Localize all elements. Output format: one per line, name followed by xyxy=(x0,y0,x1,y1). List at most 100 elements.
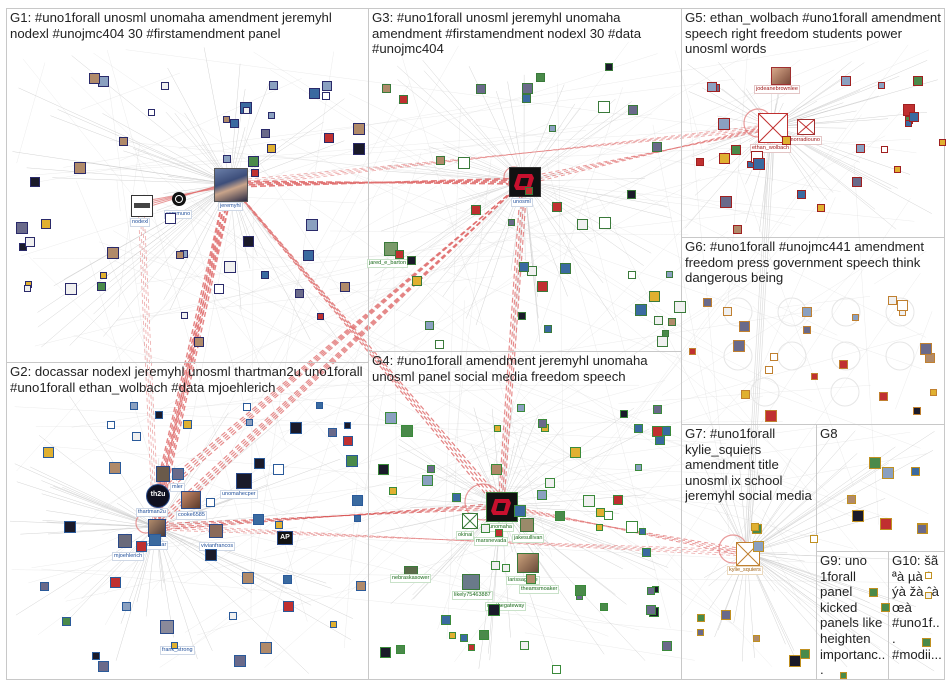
graph-node[interactable] xyxy=(242,572,255,585)
graph-node[interactable] xyxy=(18,243,27,252)
graph-node[interactable] xyxy=(598,101,611,114)
node-jakesullivan[interactable] xyxy=(520,518,534,532)
graph-node[interactable] xyxy=(329,621,337,629)
graph-node[interactable] xyxy=(448,632,456,640)
node-mjoehlerich[interactable] xyxy=(118,534,132,548)
graph-node[interactable] xyxy=(107,246,120,259)
graph-node[interactable] xyxy=(254,457,266,469)
node-thartman2u[interactable]: th2u xyxy=(146,484,170,508)
graph-node[interactable] xyxy=(880,518,893,531)
node-cooke6585[interactable] xyxy=(181,491,201,509)
graph-node[interactable] xyxy=(924,571,932,579)
graph-node[interactable] xyxy=(635,464,643,472)
graph-node[interactable] xyxy=(639,528,647,536)
graph-node[interactable] xyxy=(522,83,534,95)
graph-node[interactable] xyxy=(620,410,629,419)
graph-node[interactable] xyxy=(494,424,502,432)
graph-node[interactable] xyxy=(327,427,337,437)
graph-node[interactable] xyxy=(435,156,445,166)
graph-node[interactable] xyxy=(245,418,253,426)
graph-node[interactable] xyxy=(353,123,366,136)
graph-node[interactable] xyxy=(880,603,890,613)
graph-node[interactable] xyxy=(938,139,946,147)
graph-node[interactable] xyxy=(275,521,284,530)
graph-node[interactable] xyxy=(109,461,122,474)
graph-node[interactable] xyxy=(343,435,354,446)
graph-node[interactable] xyxy=(596,523,604,531)
graph-node[interactable] xyxy=(121,602,131,612)
graph-node[interactable] xyxy=(16,222,28,235)
graph-node[interactable] xyxy=(171,641,179,649)
graph-node[interactable] xyxy=(161,81,170,90)
graph-node[interactable] xyxy=(494,529,503,538)
graph-node[interactable] xyxy=(490,464,502,476)
graph-node[interactable] xyxy=(516,404,525,413)
graph-node[interactable] xyxy=(922,637,932,647)
graph-node[interactable] xyxy=(633,423,643,433)
graph-node[interactable] xyxy=(406,256,416,266)
graph-node[interactable] xyxy=(253,513,265,525)
graph-node[interactable] xyxy=(41,219,52,230)
graph-node[interactable] xyxy=(98,76,110,88)
graph-node[interactable] xyxy=(29,176,40,187)
graph-node[interactable] xyxy=(695,158,704,167)
node-frank-strong[interactable] xyxy=(160,620,174,634)
graph-node[interactable] xyxy=(324,132,335,143)
graph-node[interactable] xyxy=(129,401,138,410)
graph-node[interactable] xyxy=(604,62,613,71)
graph-node[interactable] xyxy=(576,219,588,231)
graph-node[interactable] xyxy=(400,425,413,438)
graph-node[interactable] xyxy=(781,136,791,146)
graph-node[interactable] xyxy=(321,92,330,101)
graph-node[interactable] xyxy=(752,634,760,642)
graph-node[interactable] xyxy=(181,312,189,320)
graph-node[interactable] xyxy=(733,339,746,352)
graph-node[interactable] xyxy=(753,158,766,171)
graph-node[interactable] xyxy=(526,573,537,584)
graph-node[interactable] xyxy=(661,640,672,651)
graph-node[interactable] xyxy=(384,411,397,424)
graph-node[interactable] xyxy=(887,296,897,306)
graph-node[interactable] xyxy=(673,300,686,313)
graph-node[interactable] xyxy=(261,129,271,139)
graph-node[interactable] xyxy=(653,404,663,414)
graph-node[interactable] xyxy=(107,421,116,430)
graph-node[interactable] xyxy=(306,219,319,232)
graph-node[interactable] xyxy=(25,236,35,247)
node-vivianfrancos[interactable] xyxy=(209,524,223,538)
graph-node[interactable] xyxy=(855,143,865,153)
graph-node[interactable] xyxy=(487,604,500,617)
graph-node[interactable] xyxy=(912,76,923,87)
graph-node[interactable] xyxy=(39,582,49,592)
graph-node[interactable] xyxy=(544,477,555,488)
node-kylie-squiers[interactable] xyxy=(736,542,760,566)
graph-node[interactable] xyxy=(513,505,526,518)
graph-node[interactable] xyxy=(74,161,87,174)
graph-node[interactable] xyxy=(575,585,587,597)
node-likely75463887[interactable] xyxy=(462,574,480,590)
graph-node[interactable] xyxy=(243,403,252,412)
graph-node[interactable] xyxy=(555,511,566,522)
graph-node[interactable] xyxy=(388,487,397,496)
graph-node[interactable] xyxy=(354,514,362,522)
graph-node[interactable] xyxy=(816,204,825,213)
graph-node[interactable] xyxy=(470,204,481,215)
graph-node[interactable] xyxy=(626,189,636,199)
graph-node[interactable] xyxy=(222,155,231,164)
graph-node[interactable] xyxy=(479,629,490,640)
graph-node[interactable] xyxy=(230,119,240,129)
graph-node[interactable] xyxy=(646,587,655,596)
graph-node[interactable] xyxy=(649,290,661,302)
graph-node[interactable] xyxy=(259,641,272,654)
graph-node[interactable] xyxy=(911,466,921,476)
graph-node[interactable] xyxy=(803,325,812,334)
graph-node[interactable] xyxy=(913,407,922,416)
graph-node[interactable] xyxy=(536,489,547,500)
graph-node[interactable] xyxy=(925,591,933,599)
graph-node[interactable] xyxy=(612,495,623,506)
graph-node[interactable] xyxy=(661,329,669,337)
graph-node[interactable] xyxy=(65,282,78,295)
graph-node[interactable] xyxy=(396,645,406,655)
graph-node[interactable] xyxy=(738,320,750,332)
graph-node[interactable] xyxy=(582,495,595,508)
